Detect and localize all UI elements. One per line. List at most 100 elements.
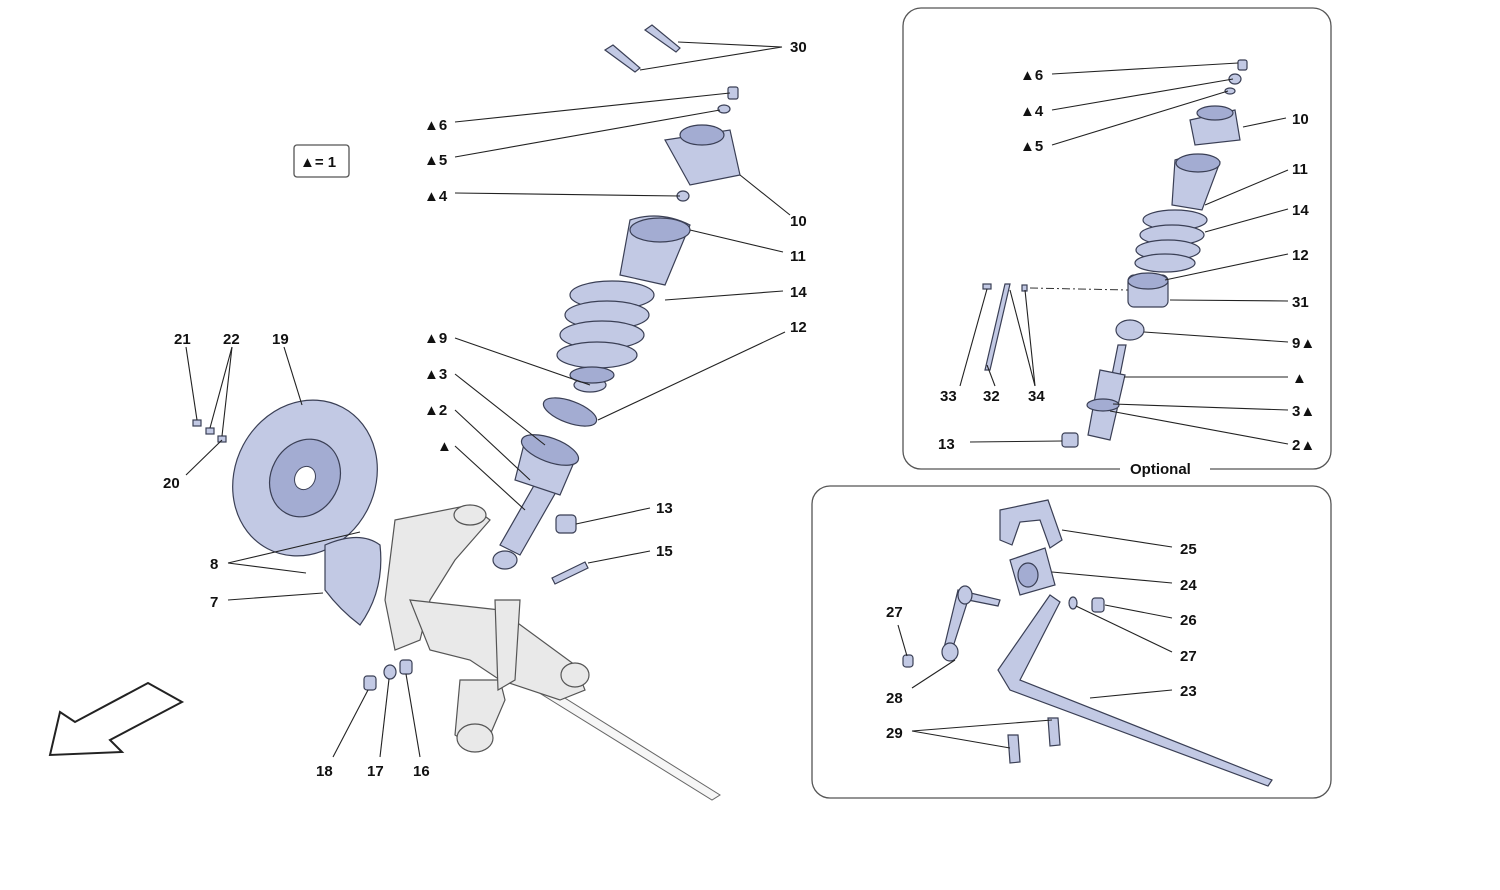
opt-callout-13: 13 bbox=[938, 436, 955, 453]
opt-callout-34: 34 bbox=[1028, 388, 1045, 405]
opt-callout-12: 12 bbox=[1292, 247, 1309, 264]
stab-callout-25: 25 bbox=[1180, 541, 1197, 558]
callout-19: 19 bbox=[272, 331, 289, 348]
nut-18 bbox=[363, 675, 377, 691]
stabilizer-inset-frame bbox=[811, 485, 1332, 799]
callout-5: ▲5 bbox=[424, 152, 447, 169]
callout-8: 8 bbox=[210, 556, 218, 573]
callout-shock: ▲ bbox=[437, 438, 452, 455]
bolt-30a bbox=[643, 24, 681, 53]
opt-callout-2: 2▲ bbox=[1292, 437, 1315, 454]
screw-21 bbox=[192, 419, 202, 427]
callout-10: 10 bbox=[790, 213, 807, 230]
legend-box bbox=[293, 144, 350, 178]
spring-cover-top bbox=[629, 217, 691, 243]
bush-16 bbox=[399, 659, 413, 675]
opt-screw-33 bbox=[982, 283, 992, 290]
stab-callout-26: 26 bbox=[1180, 612, 1197, 629]
callout-20: 20 bbox=[163, 475, 180, 492]
opt-washer-5 bbox=[1224, 87, 1236, 95]
optional-inset: Optional bbox=[902, 7, 1332, 478]
coil-spring bbox=[556, 280, 655, 384]
opt-top-mount-cap bbox=[1196, 105, 1234, 121]
callout-11: 11 bbox=[790, 248, 806, 265]
opt-bushing-13 bbox=[1061, 432, 1079, 448]
callout-30: 30 bbox=[790, 39, 807, 56]
stab-bush-hole bbox=[1017, 562, 1039, 588]
optional-title-bg bbox=[1120, 458, 1210, 478]
stab-callout-27b: 27 bbox=[1180, 648, 1197, 665]
opt-callout-6: ▲6 bbox=[1020, 67, 1043, 84]
screw-22a bbox=[205, 427, 215, 435]
callout-4: ▲4 bbox=[424, 188, 448, 205]
opt-callouts: ▲6 ▲4 ▲5 10 11 14 12 31 9▲ ▲ 3▲ 2▲ 33 32… bbox=[938, 67, 1315, 454]
opt-seat-12 bbox=[1127, 272, 1169, 290]
optional-title: Optional bbox=[1130, 461, 1191, 478]
stab-leader-lines bbox=[897, 529, 1173, 749]
opt-link-32 bbox=[984, 283, 1011, 371]
stab-callout-28: 28 bbox=[886, 690, 903, 707]
shock-absorber bbox=[492, 377, 607, 570]
stab-callout-27a: 27 bbox=[886, 604, 903, 621]
opt-axis-line bbox=[1029, 287, 1129, 291]
callout-14: 14 bbox=[790, 284, 807, 301]
stab-clamp-25 bbox=[999, 499, 1063, 549]
callout-15: 15 bbox=[656, 543, 673, 560]
stab-link-end-bottom bbox=[941, 642, 959, 662]
washer-17 bbox=[383, 664, 397, 680]
screw-22b bbox=[217, 435, 227, 443]
main-leader-lines bbox=[185, 41, 791, 758]
stabilizer-inset: 25 24 26 27 27 28 23 29 bbox=[811, 485, 1332, 799]
bushing-13 bbox=[555, 514, 577, 534]
callout-7: 7 bbox=[210, 594, 218, 611]
opt-callout-4: ▲4 bbox=[1020, 103, 1044, 120]
callout-9: ▲9 bbox=[424, 330, 447, 347]
opt-pin-34 bbox=[1021, 284, 1028, 292]
callout-18: 18 bbox=[316, 763, 333, 780]
callout-3: ▲3 bbox=[424, 366, 447, 383]
opt-callout-33: 33 bbox=[940, 388, 957, 405]
opt-callout-11: 11 bbox=[1292, 161, 1308, 178]
opt-nut-6 bbox=[1237, 59, 1248, 71]
opt-callout-5: ▲5 bbox=[1020, 138, 1043, 155]
direction-arrow-icon bbox=[48, 681, 185, 757]
stab-callouts: 25 24 26 27 27 28 23 29 bbox=[886, 541, 1197, 742]
opt-callout-31: 31 bbox=[1292, 294, 1309, 311]
brake-disc bbox=[232, 399, 378, 557]
stab-callout-29: 29 bbox=[886, 725, 903, 742]
wheel-carrier bbox=[384, 504, 590, 753]
main-callouts: 30 ▲6 ▲5 ▲4 10 11 14 12 ▲9 ▲3 ▲2 ▲ 13 15… bbox=[163, 39, 807, 780]
stab-bolt-29b bbox=[1007, 734, 1021, 764]
bolt-15 bbox=[551, 561, 589, 585]
opt-callout-14: 14 bbox=[1292, 202, 1309, 219]
stab-bolt-29a bbox=[1047, 717, 1061, 747]
callout-12: 12 bbox=[790, 319, 807, 336]
brake-dust-shield bbox=[324, 536, 382, 626]
opt-leader-lines bbox=[959, 62, 1289, 445]
main-assembly: ▲= 1 bbox=[48, 24, 807, 801]
opt-coil-spring bbox=[1134, 209, 1208, 273]
stab-nut-26 bbox=[1091, 597, 1105, 613]
callout-17: 17 bbox=[367, 763, 384, 780]
callout-21: 21 bbox=[174, 331, 191, 348]
callout-22: 22 bbox=[223, 331, 240, 348]
stab-nut-27 bbox=[902, 654, 914, 668]
bolt-30b bbox=[603, 44, 641, 73]
callout-2: ▲2 bbox=[424, 402, 447, 419]
stab-link-end-top bbox=[957, 585, 973, 605]
opt-spring-cover-top bbox=[1175, 153, 1221, 173]
opt-washer-4 bbox=[1228, 73, 1242, 85]
opt-ring-3 bbox=[1086, 398, 1120, 412]
opt-callout-3: 3▲ bbox=[1292, 403, 1315, 420]
stab-callout-24: 24 bbox=[1180, 577, 1197, 594]
opt-callout-10: 10 bbox=[1292, 111, 1309, 128]
callout-6: ▲6 bbox=[424, 117, 447, 134]
opt-callout-32: 32 bbox=[983, 388, 1000, 405]
opt-callout-shock: ▲ bbox=[1292, 370, 1307, 387]
top-mount bbox=[664, 124, 741, 186]
callout-16: 16 bbox=[413, 763, 430, 780]
legend-text: ▲= 1 bbox=[300, 154, 336, 171]
washer-5 bbox=[717, 104, 731, 114]
stab-bar-23 bbox=[997, 594, 1273, 787]
